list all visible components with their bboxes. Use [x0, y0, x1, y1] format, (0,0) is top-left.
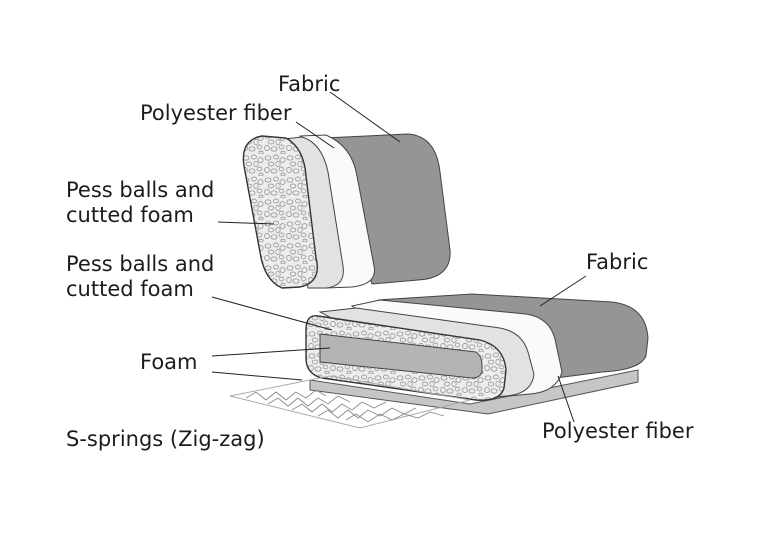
leader-seat-fiber	[557, 375, 575, 423]
label-seat-foam: Foam	[140, 350, 198, 374]
label-line: cutted foam	[66, 277, 194, 301]
label-back-pess-balls: Pess balls and cutted foam	[66, 178, 214, 228]
label-line: cutted foam	[66, 203, 194, 227]
springs-frame	[229, 375, 471, 429]
leader-back-fiber	[295, 121, 335, 149]
label-seat-polyester-fiber: Polyester fiber	[542, 419, 694, 443]
label-back-polyester-fiber: Polyester fiber	[140, 101, 292, 125]
back-cushion	[242, 133, 451, 289]
leader-lines	[211, 91, 587, 423]
spring-line	[291, 401, 387, 413]
leader-springs	[211, 371, 303, 381]
leader-seat-foam	[211, 347, 331, 357]
back-pebble-face	[242, 135, 318, 289]
spring-line	[345, 411, 445, 423]
s-springs	[229, 375, 471, 429]
leader-seat-fabric	[539, 275, 587, 307]
seat-base-board	[309, 369, 639, 415]
label-seat-pess-balls: Pess balls and cutted foam	[66, 252, 214, 302]
leader-seat-core	[211, 296, 333, 331]
leader-back-fabric	[329, 91, 401, 143]
spring-line	[317, 407, 417, 419]
label-s-springs: S-springs (Zig-zag)	[66, 427, 265, 451]
spring-line	[245, 389, 327, 401]
spring-line	[267, 395, 351, 407]
seat-cushion	[305, 293, 649, 415]
label-line: Pess balls and	[66, 178, 215, 202]
label-seat-fabric: Fabric	[586, 250, 649, 274]
label-back-fabric: Fabric	[278, 72, 341, 96]
leader-back-core	[217, 221, 275, 225]
seat-foam-insert	[319, 333, 483, 379]
label-line: Pess balls and	[66, 252, 215, 276]
